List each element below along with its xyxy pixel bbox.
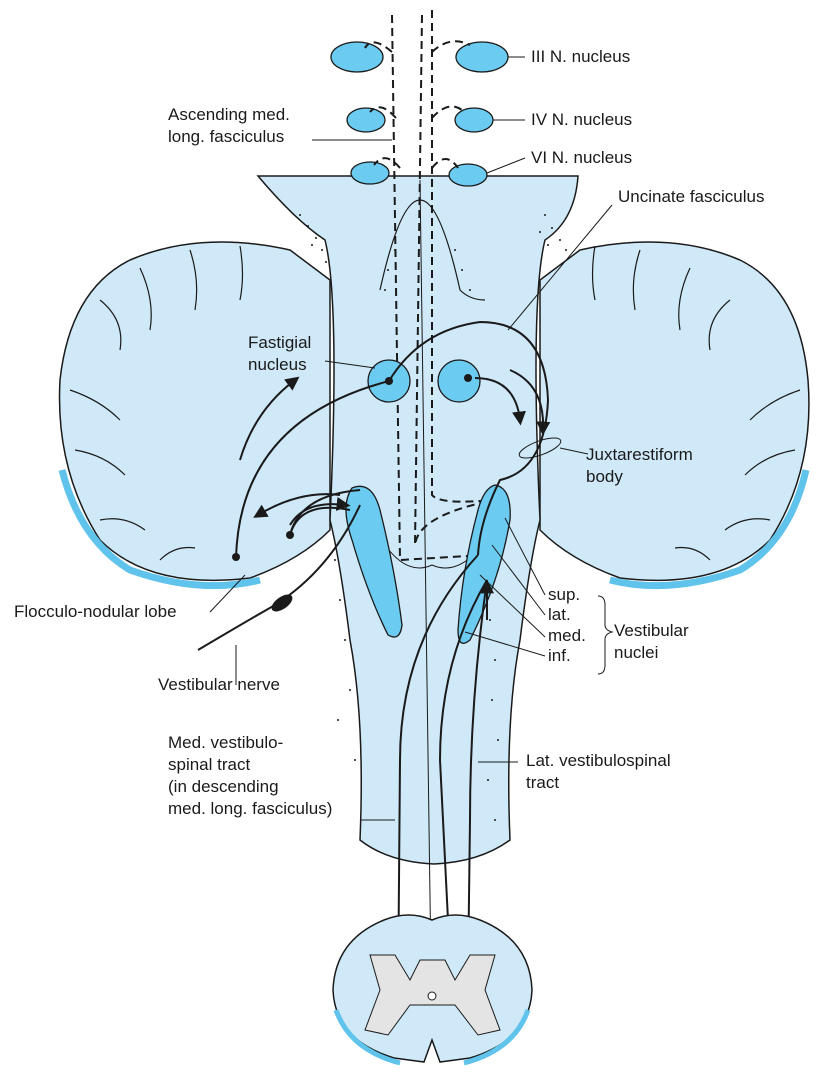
fastigial-cell-left (385, 377, 393, 385)
label-nucleus-inf: inf. (548, 645, 571, 667)
central-canal (428, 992, 436, 1000)
label-ascending-mlf: Ascending med. long. fasciculus (168, 104, 290, 148)
IV-nucleus-left (347, 108, 385, 132)
III-nucleus-right (456, 42, 508, 72)
label-vestibular-nuclei: Vestibular nuclei (614, 620, 689, 664)
label-fastigial-nucleus: Fastigial nucleus (248, 332, 311, 376)
label-vestibular-nerve: Vestibular nerve (158, 674, 280, 696)
label-nucleus-lat: lat. (548, 604, 571, 626)
floccular-cell-1 (232, 553, 240, 561)
VI-nucleus-left (351, 162, 389, 184)
label-flocculo-nodular-lobe: Flocculo-nodular lobe (14, 601, 177, 623)
fastigial-nucleus-right (438, 360, 480, 402)
VI-nucleus-right (449, 164, 487, 186)
cerebellum-right-hemisphere (540, 242, 809, 580)
label-uncinate-fasciculus: Uncinate fasciculus (618, 186, 764, 208)
label-III-nucleus: III N. nucleus (531, 46, 630, 68)
label-med-vestibulospinal-tract: Med. vestibulo- spinal tract (in descend… (168, 732, 332, 820)
III-nucleus-left (331, 42, 383, 72)
fastigial-cell-right (464, 374, 472, 382)
floccular-cell-2 (286, 531, 294, 539)
label-nucleus-sup: sup. (548, 584, 580, 606)
IV-nucleus-right (455, 108, 493, 132)
label-juxtarestiform-body: Juxtarestiform body (586, 444, 693, 488)
label-nucleus-med: med. (548, 625, 586, 647)
label-IV-nucleus: IV N. nucleus (531, 109, 632, 131)
cerebellum-left-hemisphere (60, 242, 331, 580)
label-lat-vestibulospinal-tract: Lat. vestibulospinal tract (526, 750, 671, 794)
label-VI-nucleus: VI N. nucleus (531, 147, 632, 169)
